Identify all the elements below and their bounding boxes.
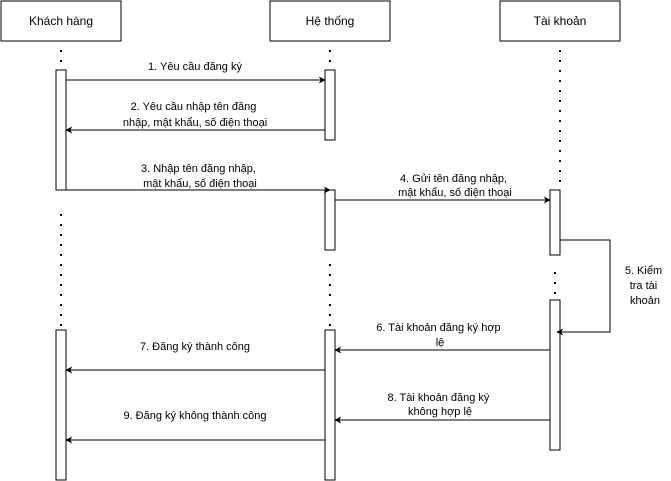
message-8-line-2: không hợp lệ <box>408 406 472 418</box>
message-8-line-1: 8. Tài khoản đăng ký <box>388 392 490 404</box>
message-3-label: 3. Nhập tên đăng nhập, mật khẩu, số điện… <box>141 163 259 190</box>
message-2-line-2: nhập, mật khẩu, số điện thoại <box>123 117 267 129</box>
participant-customer-label: Khách hàng <box>29 14 93 28</box>
message-4-line-1: 4. Gửi tên đăng nhập, <box>400 173 507 185</box>
message-9-line-1: 9. Đăng ký không thành công <box>123 410 266 422</box>
message-3-line-1: 3. Nhập tên đăng nhập, <box>141 163 256 175</box>
lifelines <box>60 50 561 328</box>
arrow-5-self <box>556 239 611 336</box>
activation-system-3 <box>324 329 336 481</box>
message-1-label: 1. Yêu cầu đăng ký <box>148 61 242 73</box>
message-arrows <box>65 76 611 444</box>
message-6-label: 6. Tài khoản đăng ký hợp lệ <box>376 322 504 349</box>
message-labels: 1. Yêu cầu đăng ký 2. Yêu cầu nhập tên đ… <box>123 61 665 422</box>
participant-account: Tài khoản <box>499 0 621 42</box>
message-3-line-2: mật khẩu, số điện thoại <box>143 178 257 190</box>
participant-customer: Khách hàng <box>0 0 122 42</box>
message-6-line-2: lệ <box>436 337 445 349</box>
participant-system-label: Hệ thống <box>306 14 355 28</box>
activation-customer-1 <box>55 69 67 191</box>
activation-account-1 <box>549 189 561 256</box>
message-9-label: 9. Đăng ký không thành công <box>123 410 266 422</box>
activation-system-1 <box>324 69 336 141</box>
message-1-line-1: 1. Yêu cầu đăng ký <box>148 61 242 73</box>
message-7-label: 7. Đăng ký thành công <box>140 341 250 353</box>
activation-bars <box>55 69 561 481</box>
participant-system: Hệ thống <box>269 0 391 42</box>
activation-system-2 <box>324 189 336 251</box>
message-7-line-1: 7. Đăng ký thành công <box>140 341 250 353</box>
message-4-line-2: mật khẩu, số điện thoại <box>398 187 512 199</box>
message-8-label: 8. Tài khoản đăng ký không hợp lệ <box>388 392 493 418</box>
message-5-label: 5. Kiểm tra tài khoản <box>625 265 665 307</box>
message-2-label: 2. Yêu cầu nhập tên đăng nhập, mật khẩu,… <box>123 101 267 129</box>
activation-customer-2 <box>55 329 67 481</box>
message-5-line-3: khoản <box>630 295 660 307</box>
message-5-line-2: tra tài <box>630 280 658 292</box>
activation-account-2 <box>549 299 561 451</box>
message-4-label: 4. Gửi tên đăng nhập, mật khẩu, số điện … <box>398 173 512 199</box>
message-6-line-1: 6. Tài khoản đăng ký hợp <box>376 322 500 334</box>
message-5-line-1: 5. Kiểm <box>625 265 662 277</box>
participant-account-label: Tài khoản <box>534 14 587 28</box>
message-2-line-1: 2. Yêu cầu nhập tên đăng <box>131 101 257 113</box>
